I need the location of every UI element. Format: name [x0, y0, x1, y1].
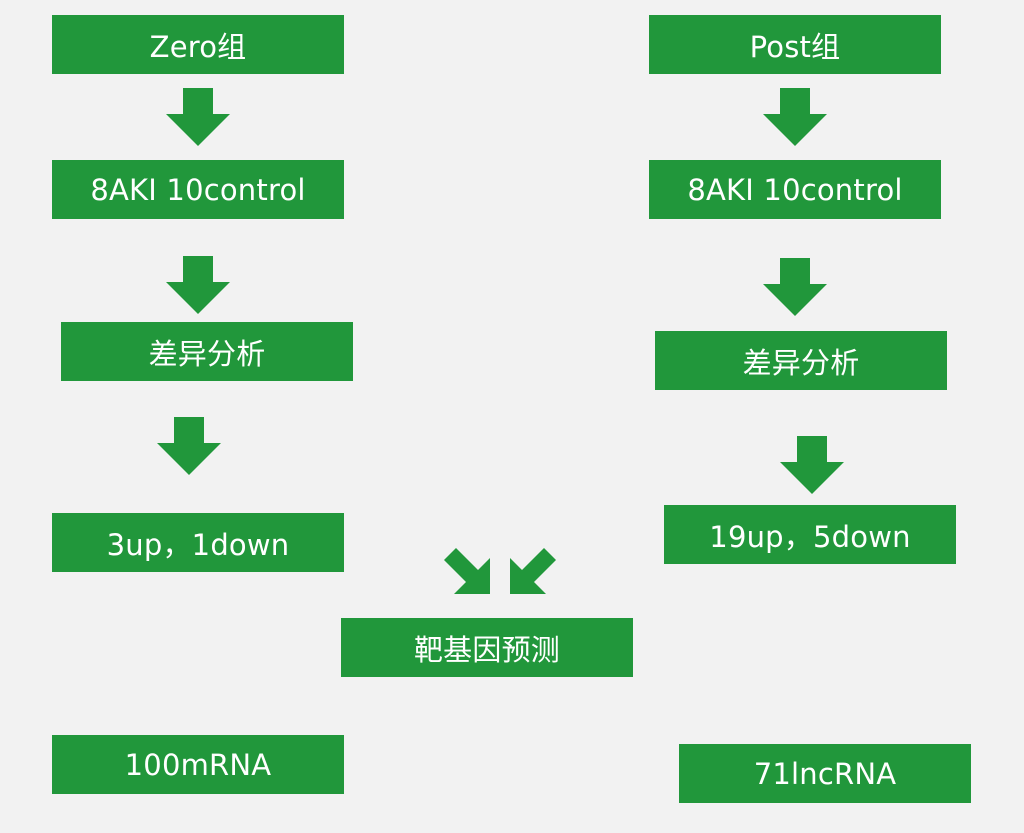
post-analysis-box: 差异分析 — [655, 331, 947, 390]
diagonal-arrow-down-left-icon — [504, 548, 556, 600]
zero-group-label: Zero组 — [149, 29, 247, 64]
zero-result-box: 3up，1down — [52, 513, 344, 572]
post-result-label: 19up，5down — [709, 519, 911, 554]
target-prediction-label: 靶基因预测 — [413, 632, 560, 667]
down-arrow-icon — [166, 256, 230, 314]
post-group-box: Post组 — [649, 15, 941, 74]
zero-output-label: 100mRNA — [124, 747, 272, 782]
post-samples-box: 8AKI 10control — [649, 160, 941, 219]
post-output-box: 71lncRNA — [679, 744, 971, 803]
zero-analysis-box: 差异分析 — [61, 322, 353, 381]
target-prediction-box: 靶基因预测 — [341, 618, 633, 677]
zero-samples-label: 8AKI 10control — [90, 172, 306, 207]
post-result-box: 19up，5down — [664, 505, 956, 564]
post-analysis-label: 差异分析 — [742, 345, 860, 380]
zero-result-label: 3up，1down — [106, 527, 290, 562]
down-arrow-icon — [166, 88, 230, 146]
zero-output-box: 100mRNA — [52, 735, 344, 794]
zero-group-box: Zero组 — [52, 15, 344, 74]
zero-analysis-label: 差异分析 — [148, 336, 266, 371]
down-arrow-icon — [763, 258, 827, 316]
post-group-label: Post组 — [749, 29, 841, 64]
down-arrow-icon — [763, 88, 827, 146]
post-output-label: 71lncRNA — [753, 756, 897, 791]
diagonal-arrow-down-right-icon — [444, 548, 496, 600]
down-arrow-icon — [780, 436, 844, 494]
zero-samples-box: 8AKI 10control — [52, 160, 344, 219]
post-samples-label: 8AKI 10control — [687, 172, 903, 207]
down-arrow-icon — [157, 417, 221, 475]
